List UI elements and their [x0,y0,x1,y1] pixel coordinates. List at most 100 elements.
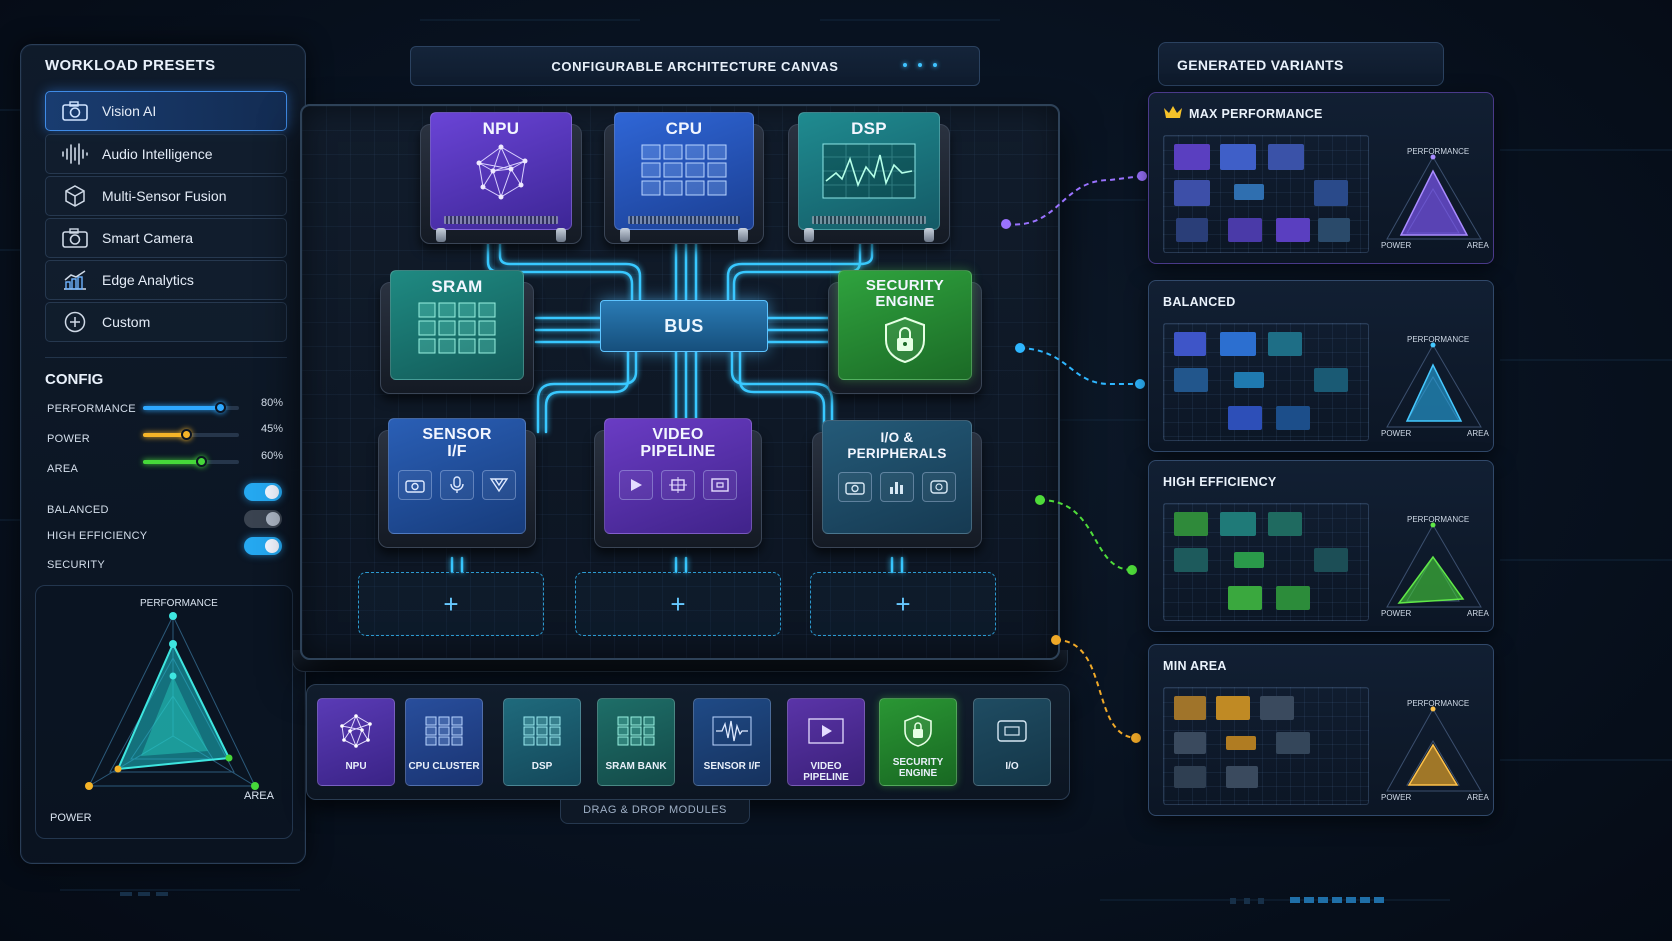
sensor-icon [482,470,516,500]
palette-label: I/O [1005,761,1019,772]
variant-layout-preview [1163,503,1369,621]
palette-label-line1: SECURITY [892,757,944,768]
play-icon [619,470,653,500]
radar-area-label: AREA [1467,241,1489,250]
add-module-slot-3[interactable]: + [810,572,996,636]
cpu-cores-icon [640,143,728,204]
variant-layout-preview [1163,687,1369,805]
radar-performance-label: PERFORMANCE [1407,147,1470,156]
variant-radar-chart: PERFORMANCE POWER AREA [1377,315,1489,445]
workload-presets-panel: WORKLOAD PRESETS Vision AI Audio Intelli… [20,44,306,864]
radar-area-label: AREA [244,790,274,802]
memory-grid-icon [523,713,561,749]
palette-sensor-if[interactable]: SENSOR I/F [693,698,771,786]
camera-icon [58,96,92,126]
security-toggle[interactable] [244,537,282,555]
dsp-label: DSP [851,119,887,138]
sram-block[interactable]: SRAM [380,270,534,394]
cube-icon [58,181,92,211]
preset-custom[interactable]: Custom [45,302,287,342]
cpu-block[interactable]: CPU [604,112,764,244]
dsp-block[interactable]: DSP [788,112,950,244]
add-module-slot-1[interactable]: + [358,572,544,636]
camera-icon [838,472,872,502]
camera-icon [58,223,92,253]
radar-area-label: AREA [1467,609,1489,618]
preset-multi-sensor-fusion[interactable]: Multi-Sensor Fusion [45,176,287,216]
radar-area-label: AREA [1467,429,1489,438]
high-efficiency-toggle[interactable] [244,510,282,528]
neural-network-icon [469,143,533,206]
config-radar-chart: PERFORMANCE POWER AREA [35,585,293,839]
power-slider[interactable] [143,429,239,440]
preset-audio-intelligence[interactable]: Audio Intelligence [45,134,287,174]
microphone-icon [440,470,474,500]
variant-balanced[interactable]: BALANCED PERFORMANCE POWER AREA [1148,280,1494,452]
memory-grid-icon [417,301,497,360]
shield-lock-icon [882,316,928,369]
chart-icon [58,265,92,295]
area-value: 60% [261,450,284,462]
canvas-menu-dots[interactable] [903,63,937,67]
waveform-icon [822,143,916,204]
io-peripherals-block[interactable]: I/O &PERIPHERALS [812,420,982,548]
area-slider-knob[interactable] [195,456,207,467]
area-label: AREA [47,463,79,475]
palette-video-pipeline[interactable]: VIDEO PIPELINE [787,698,865,786]
preset-label: Audio Intelligence [102,146,213,162]
radar-power-label: POWER [1381,793,1412,802]
variant-min-area[interactable]: MIN AREA PERFORMANCE POWER AREA [1148,644,1494,816]
video-label-line2: PIPELINE [640,443,716,460]
palette-label: CPU CLUSTER [408,761,480,772]
variant-high-efficiency[interactable]: HIGH EFFICIENCY PERFORMANCE POWER AREA [1148,460,1494,632]
performance-slider[interactable] [143,402,239,413]
variant-layout-preview [1163,135,1369,253]
variant-max-performance[interactable]: MAX PERFORMANCE PERFORMANCE POWER AREA [1148,92,1494,264]
module-palette: NPU CPU CLUSTER DSP SRAM BANK SENSOR I/F… [306,684,1070,800]
add-icon: + [443,588,459,619]
power-value: 45% [261,423,284,435]
generated-variants-header: GENERATED VARIANTS [1158,42,1444,86]
preset-label: Edge Analytics [102,272,194,288]
performance-slider-knob[interactable] [214,402,226,413]
palette-cpu-cluster[interactable]: CPU CLUSTER [405,698,483,786]
variant-radar-chart: PERFORMANCE POWER AREA [1377,127,1489,257]
balanced-toggle[interactable] [244,483,282,501]
radar-area-label: AREA [1467,793,1489,802]
gauge-icon [922,472,956,502]
bus-block[interactable]: BUS [600,300,768,352]
video-label-line1: VIDEO [652,426,704,443]
cpu-cores-icon [425,713,463,749]
preset-edge-analytics[interactable]: Edge Analytics [45,260,287,300]
palette-io[interactable]: I/O [973,698,1051,786]
palette-label: NPU [345,761,367,772]
variant-title: BALANCED [1163,295,1236,309]
palette-npu[interactable]: NPU [317,698,395,786]
area-slider[interactable] [143,456,239,467]
radar-power-label: POWER [1381,241,1412,250]
sensor-label-line1: SENSOR [422,426,492,443]
variant-title: HIGH EFFICIENCY [1163,475,1277,489]
npu-block[interactable]: NPU [420,112,582,244]
divider [45,357,287,358]
power-slider-knob[interactable] [181,429,193,440]
crown-icon [1163,105,1183,124]
add-module-slot-2[interactable]: + [575,572,781,636]
radar-performance-label: PERFORMANCE [140,598,218,609]
variant-radar-chart: PERFORMANCE POWER AREA [1377,495,1489,625]
variant-layout-preview [1163,323,1369,441]
radar-power-label: POWER [1381,429,1412,438]
io-port-icon [996,713,1028,749]
preset-smart-camera[interactable]: Smart Camera [45,218,287,258]
palette-sram-bank[interactable]: SRAM BANK [597,698,675,786]
palette-dsp[interactable]: DSP [503,698,581,786]
preset-vision-ai[interactable]: Vision AI [45,91,287,131]
security-label-line1: SECURITY [865,277,945,294]
